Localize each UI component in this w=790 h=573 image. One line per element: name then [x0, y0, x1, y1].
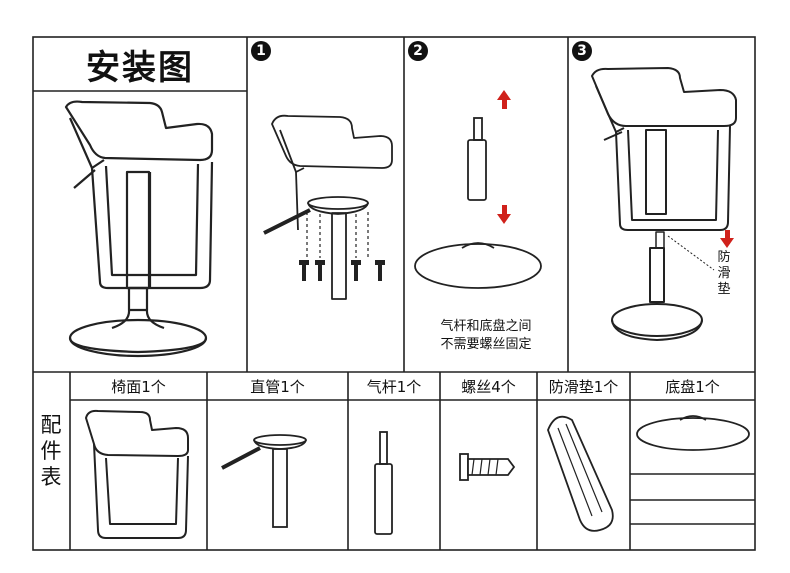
step3-illustration: [591, 67, 737, 341]
step2-arrows: [497, 90, 511, 224]
parts-table-label: 配 件 表: [40, 413, 62, 489]
part-header-gas-lift: 气杆1个: [366, 377, 422, 396]
step1-screws: [299, 260, 385, 281]
step2-illustration: [414, 117, 542, 289]
part-gas-lift-illustration: [374, 431, 393, 535]
step-2-note-line2: 不需要螺丝固定: [440, 337, 532, 352]
step-2-note-line1: 气杆和底盘之间: [440, 319, 532, 334]
part-header-seat: 椅面1个: [111, 377, 166, 396]
part-header-pad: 防滑垫1个: [548, 377, 619, 396]
step-2-badge: 2: [408, 41, 428, 61]
part-screw-illustration: [459, 453, 516, 481]
part-base-illustration: [636, 415, 750, 451]
part-header-tube: 直管1个: [250, 377, 305, 396]
step-2-note: 气杆和底盘之间 不需要螺丝固定: [416, 318, 556, 354]
step-3-pad-label: 防 滑 垫: [717, 250, 731, 297]
step-3-badge: 3: [572, 41, 592, 61]
part-header-base: 底盘1个: [665, 377, 720, 396]
part-seat-illustration: [85, 409, 189, 539]
step3-arrow: [720, 230, 734, 248]
part-tube-illustration: [221, 434, 307, 528]
part-header-screw: 螺丝4个: [461, 377, 516, 396]
frame-outer: [32, 36, 756, 551]
step1-illustration: [263, 114, 393, 300]
page-title: 安装图: [86, 47, 194, 88]
stool-assembled-illustration: [64, 100, 214, 358]
part-pad-illustration: [547, 415, 614, 532]
step-1-badge: 1: [251, 41, 271, 61]
